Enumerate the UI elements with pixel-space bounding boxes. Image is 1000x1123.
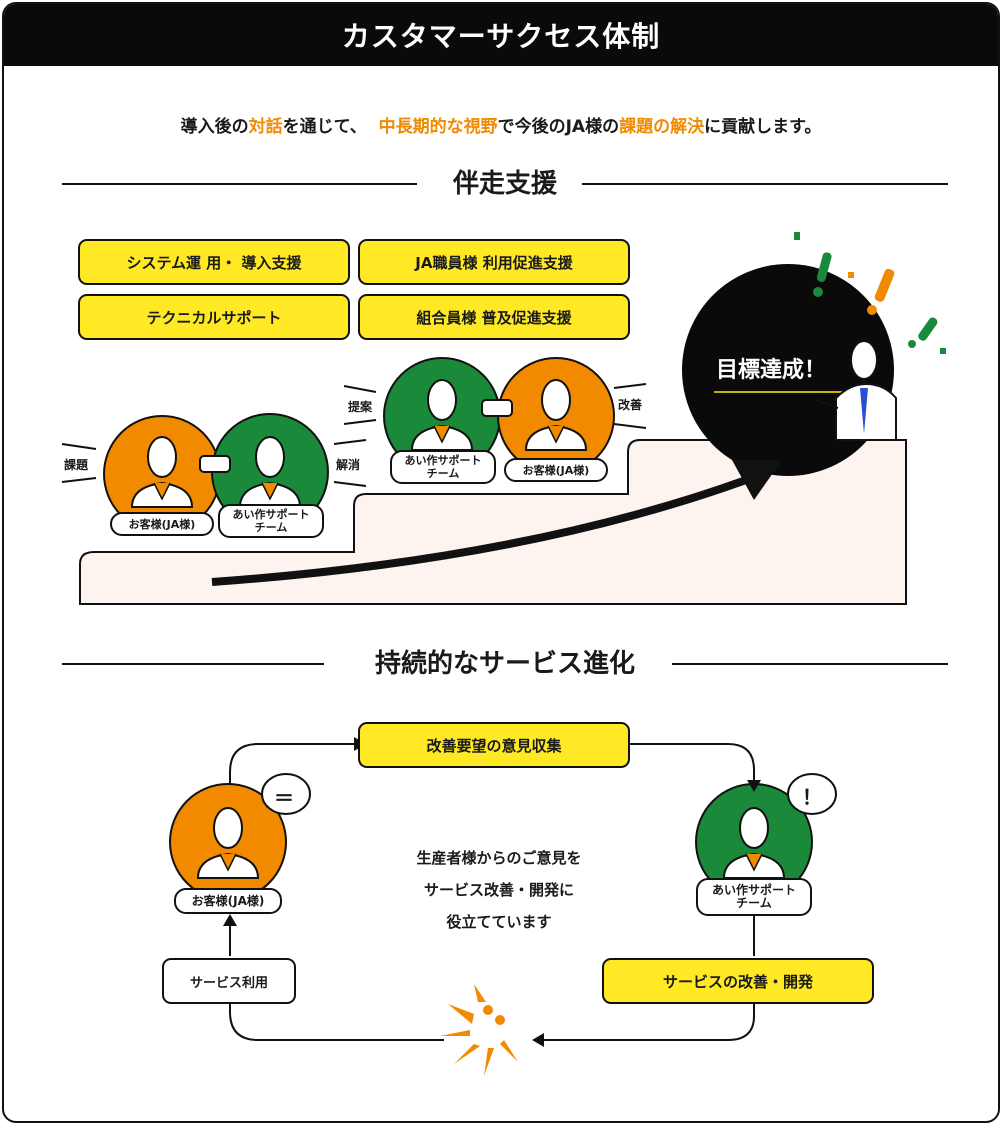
- heading-rule: [62, 663, 324, 665]
- illustration-layer: [61, 232, 946, 1076]
- support-pill: システム運 用・ 導入支援: [78, 239, 350, 285]
- cycle-lines: [229, 743, 755, 1041]
- description-line: 役立てています: [446, 913, 552, 931]
- label-kaiketsu: 解消: [336, 458, 361, 472]
- support-tag: あい作サポートチーム: [696, 878, 812, 916]
- brand-logo: [440, 984, 518, 1076]
- label-teian: 提案: [348, 400, 373, 414]
- section-title: 持続的なサービス進化: [374, 649, 635, 679]
- service-improvement-box: サービスの改善・開発: [602, 958, 874, 1004]
- growth-arrow: [211, 476, 748, 586]
- customer-tag-text: お客様(JA様): [128, 517, 196, 531]
- label-kaizen: 改善: [618, 398, 643, 412]
- support-pill: テクニカルサポート: [78, 294, 350, 340]
- feedback-collection-box: 改善要望の意見収集: [358, 722, 630, 768]
- intro-part: 導入後の: [180, 117, 249, 137]
- label-kadai: 課題: [64, 458, 89, 472]
- support-tag-line1: あい作サポート: [232, 508, 310, 521]
- intro-text: 導入後の対話を通じて、 中長期的な視野で今後のJA様の課題の解決に貢献します。: [4, 112, 998, 137]
- speech-bubble-left: [261, 773, 311, 815]
- intro-part: を通じて、: [282, 117, 367, 137]
- speech-bubble-right: [787, 773, 837, 815]
- stairs: [79, 439, 907, 605]
- heading-rule: [582, 183, 948, 185]
- section-title: 伴走支援: [452, 169, 557, 199]
- goal-text: 目標達成！: [716, 358, 827, 383]
- description-line: 生産者様からのご意見を: [416, 849, 582, 867]
- section-heading-support: 伴走支援: [62, 164, 948, 204]
- service-use-box: サービス利用: [162, 958, 296, 1004]
- customer-tag: お客様(JA様): [110, 512, 214, 536]
- support-tag: あい作サポートチーム: [390, 450, 496, 484]
- page-title: カスタマーサクセス体制: [4, 4, 998, 66]
- customer-tag: お客様(JA様): [174, 888, 282, 914]
- presenter-figure: [815, 340, 897, 441]
- support-tag-line2: チーム: [254, 521, 288, 534]
- heading-rule: [62, 183, 417, 185]
- handshake-icon: [481, 399, 513, 417]
- support-tag-line2: チーム: [736, 896, 772, 910]
- support-tag-line1: あい作サポート: [404, 454, 482, 467]
- intro-highlight: 対話: [248, 117, 283, 137]
- support-pill: 組合員様 普及促進支援: [358, 294, 630, 340]
- description-line: サービス改善・開発に: [423, 881, 574, 899]
- intro-part: に貢献します。: [704, 117, 822, 137]
- cycle-description: 生産者様からのご意見を サービス改善・開発に 役立てています: [334, 842, 664, 938]
- support-tag-line2: チーム: [426, 467, 460, 480]
- bubble-left-text: ＝: [274, 786, 294, 810]
- support-tag: あい作サポートチーム: [218, 504, 324, 538]
- intro-highlight: 中長期的な視野: [378, 117, 498, 137]
- intro-part: で今後のJA様の: [497, 117, 620, 137]
- customer-tag-text: お客様(JA様): [191, 893, 265, 908]
- support-tag-line1: あい作サポート: [711, 883, 796, 897]
- section-heading-evolution: 持続的なサービス進化: [62, 644, 948, 684]
- bubble-right-text: ！: [802, 785, 822, 809]
- support-pill: JA職員様 利用促進支援: [358, 239, 630, 285]
- customer-tag: お客様(JA様): [504, 458, 608, 482]
- heading-rule: [672, 663, 948, 665]
- intro-highlight: 課題の解決: [619, 117, 705, 137]
- label-ticks: [61, 383, 647, 487]
- customer-tag-text: お客様(JA様): [522, 463, 590, 477]
- handshake-icon: [199, 455, 231, 473]
- exclamation-icon: [794, 232, 946, 354]
- page-title-text: カスタマーサクセス体制: [341, 20, 661, 53]
